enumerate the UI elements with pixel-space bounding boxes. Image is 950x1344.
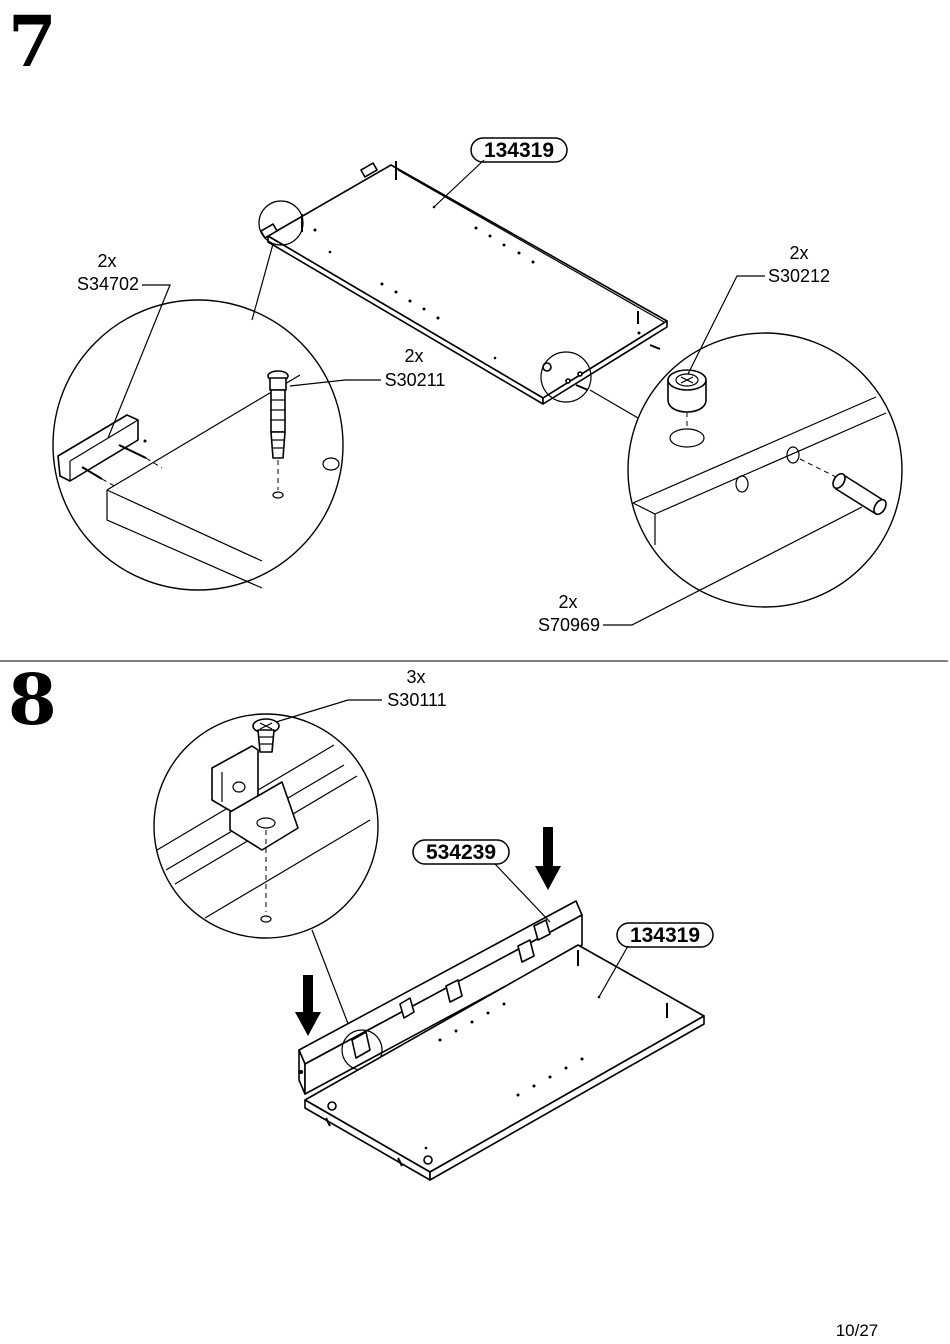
svg-text:134319: 134319	[630, 924, 700, 947]
arrow-down-icon	[295, 975, 321, 1036]
svg-text:534239: 534239	[426, 841, 496, 864]
part-label-S34702: 2x S34702	[77, 251, 171, 439]
corner-cap-part	[57, 414, 163, 489]
svg-text:S30111: S30111	[387, 690, 446, 710]
step-8-number: 8	[8, 658, 57, 741]
detail-circle-right	[627, 332, 903, 608]
rail-534239	[298, 900, 583, 1095]
svg-text:S30211: S30211	[385, 370, 446, 390]
part-badge-134319-step8: 134319	[598, 922, 714, 998]
step-8: 8 3x S30111	[8, 658, 714, 1181]
part-label-S70969: 2x S70969	[538, 506, 863, 635]
svg-text:3x: 3x	[406, 667, 425, 687]
step-7-number: 7	[8, 0, 57, 83]
page-number: 10/27	[836, 1321, 879, 1340]
wood-dowel-part	[832, 472, 887, 516]
svg-text:2x: 2x	[404, 346, 423, 366]
screw-part	[252, 718, 280, 923]
panel-134319-step8	[304, 944, 705, 1181]
svg-text:2x: 2x	[558, 592, 577, 612]
part-label-S30212: 2x S30212	[687, 243, 830, 375]
arrow-down-icon	[535, 827, 561, 890]
svg-text:S34702: S34702	[77, 274, 139, 294]
panel-134319-step7	[260, 161, 668, 405]
svg-text:S70969: S70969	[538, 615, 600, 635]
angle-bracket-part	[211, 745, 299, 851]
callout-marker-left	[258, 200, 304, 246]
cam-lock-part	[667, 369, 707, 448]
cam-bolt-part	[267, 370, 289, 499]
part-label-S30111: 3x S30111	[275, 667, 447, 723]
svg-text:2x: 2x	[789, 243, 808, 263]
detail-circle-left	[52, 299, 344, 591]
part-badge-534239: 534239	[412, 839, 551, 923]
step-7: 7	[8, 0, 903, 635]
detail-circle-bracket	[153, 713, 379, 939]
svg-text:S30212: S30212	[768, 266, 830, 286]
part-label-S30211: 2x S30211	[289, 346, 446, 390]
svg-text:2x: 2x	[97, 251, 116, 271]
callout-marker-right	[540, 351, 592, 403]
svg-text:134319: 134319	[484, 139, 554, 162]
part-badge-134319: 134319	[433, 137, 568, 208]
